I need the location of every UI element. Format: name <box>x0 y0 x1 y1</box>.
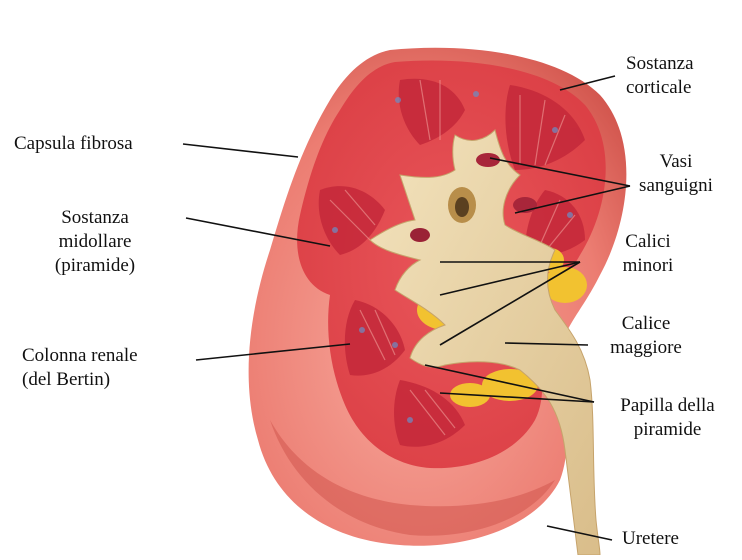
label-sostanza-corticale: Sostanza corticale <box>626 52 694 100</box>
label-line: sanguigni <box>626 174 726 198</box>
label-line: minori <box>608 254 688 278</box>
label-line: (piramide) <box>30 254 160 278</box>
label-line: Calici <box>608 230 688 254</box>
label-line: Calice <box>596 312 696 336</box>
label-uretere: Uretere <box>622 527 679 551</box>
label-line: Uretere <box>622 527 679 551</box>
label-line: (del Bertin) <box>22 368 138 392</box>
label-line: midollare <box>30 230 160 254</box>
label-sostanza-midollare: Sostanza midollare (piramide) <box>30 206 160 278</box>
line-capsula-fibrosa <box>183 144 298 157</box>
label-calici-minori: Calici minori <box>608 230 688 278</box>
label-colonna-renale: Colonna renale (del Bertin) <box>22 344 138 392</box>
label-line: Colonna renale <box>22 344 138 368</box>
label-vasi-sanguigni: Vasi sanguigni <box>626 150 726 198</box>
label-line: Papilla della <box>600 394 735 418</box>
label-capsula-fibrosa: Capsula fibrosa <box>14 132 133 156</box>
label-line: piramide <box>600 418 735 442</box>
label-line: Capsula fibrosa <box>14 132 133 156</box>
label-line: corticale <box>626 76 694 100</box>
label-papilla-piramide: Papilla della piramide <box>600 394 735 442</box>
label-line: Sostanza <box>626 52 694 76</box>
label-line: Vasi <box>626 150 726 174</box>
label-line: maggiore <box>596 336 696 360</box>
label-calice-maggiore: Calice maggiore <box>596 312 696 360</box>
label-line: Sostanza <box>30 206 160 230</box>
